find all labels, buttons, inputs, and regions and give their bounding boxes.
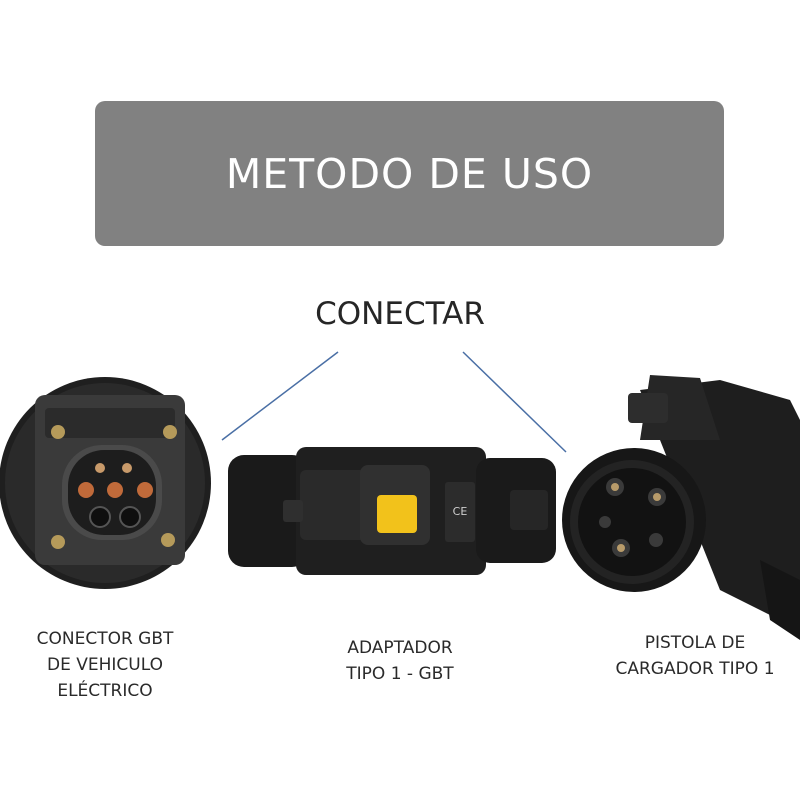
- caption-line: TIPO 1 - GBT: [346, 664, 454, 684]
- caption-adapter: ADAPTADOR TIPO 1 - GBT: [300, 635, 500, 687]
- connect-line-right: [462, 351, 567, 453]
- type1-charging-gun-image: [562, 375, 800, 640]
- ce-mark: CE: [453, 505, 468, 518]
- caption-line: CONECTOR GBT: [36, 629, 174, 649]
- caption-line: ADAPTADOR: [347, 638, 453, 658]
- caption-charging-gun: PISTOLA DE CARGADOR TIPO 1: [590, 630, 800, 682]
- title-banner: METODO DE USO: [95, 101, 724, 246]
- caption-line: CARGADOR TIPO 1: [615, 659, 775, 679]
- gbt-vehicle-inlet-image: [0, 377, 211, 589]
- banner-title: METODO DE USO: [225, 149, 594, 198]
- caption-line: PISTOLA DE: [644, 633, 746, 653]
- caption-gbt-inlet: CONECTOR GBT DE VEHICULO ELÉCTRICO: [0, 626, 210, 704]
- connect-line-left: [221, 351, 339, 441]
- caption-line: ELÉCTRICO: [57, 681, 153, 701]
- connect-label: CONECTAR: [315, 296, 485, 332]
- caption-line: DE VEHICULO: [47, 655, 163, 675]
- type1-gbt-adapter-image: CE: [228, 447, 556, 575]
